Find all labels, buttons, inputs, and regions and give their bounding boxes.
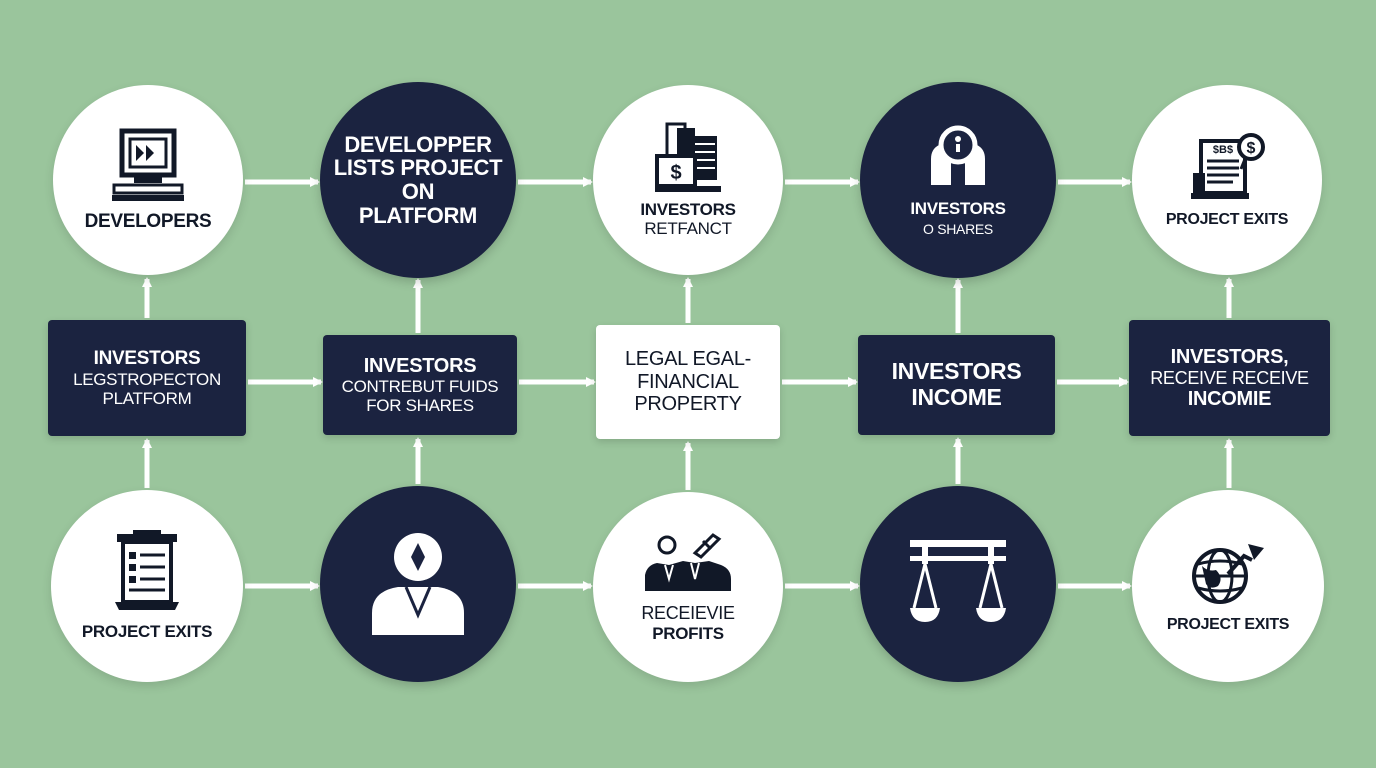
label-line: ON	[401, 179, 435, 204]
label-line: RETFANCT	[644, 219, 732, 238]
label-line: PROJECT EXITS	[1165, 211, 1289, 229]
label-line: FINANCIAL	[637, 370, 739, 393]
svg-text:$: $	[1247, 140, 1256, 157]
node-receive-profits: RECEIEVIE PROFITS	[593, 492, 783, 682]
label-line: LEGSTROPECTON	[73, 369, 221, 389]
label-line: INVESTORS	[93, 348, 201, 370]
investors-income-label: INVESTORS INCOME	[891, 358, 1022, 411]
project-exits-globe-label: PROJECT EXITS	[1166, 616, 1290, 634]
receive-profits-label: RECEIEVIE PROFITS	[641, 603, 735, 643]
label-line: DEVELOPPER	[344, 131, 492, 157]
label-line: INVESTORS	[363, 354, 477, 377]
node-investors-shares: INVESTORS O SHARES	[860, 82, 1056, 278]
label-line: PLATFORM	[102, 388, 192, 408]
node-scales	[860, 486, 1056, 682]
label-line: INCOME	[911, 384, 1002, 410]
label-line: LEGAL EGAL-	[624, 348, 752, 371]
investors-retfanct-label: INVESTORS RETFANCT	[640, 199, 736, 238]
investors-contribute-label: INVESTORS CONTREBUT FUIDS FOR SHARES	[342, 355, 499, 415]
label-line: LISTS PROJECT	[333, 155, 503, 181]
node-project-exits-top: $B$ $ PROJECT EXITS	[1132, 85, 1322, 275]
label-line: RECEIVE RECEIVE	[1150, 367, 1309, 388]
legal-financial-label: LEGAL EGAL- FINANCIAL PROPERTY	[625, 348, 751, 415]
label-line: DEVELOPERS	[84, 211, 212, 233]
node-developers: DEVELOPERS	[53, 85, 243, 275]
label-line: PROPERTY	[634, 393, 742, 416]
label-line: INVESTORS	[910, 198, 1006, 218]
node-legal-financial-property: LEGAL EGAL- FINANCIAL PROPERTY	[596, 325, 780, 439]
label-line: INVESTORS,	[1170, 345, 1289, 368]
investors-platform-label: INVESTORS LEGSTROPECTON PLATFORM	[73, 348, 221, 407]
node-developer-lists-project: DEVELOPPER LISTS PROJECT ON PLATFORM	[320, 82, 516, 278]
person-icon	[372, 533, 464, 635]
label-line: PROFITS	[652, 623, 724, 643]
computer-icon	[112, 128, 184, 202]
node-investors-income: INVESTORS INCOME	[858, 335, 1055, 435]
label-line: PLATFORM	[358, 202, 478, 228]
label-line: RECEIEVIE	[641, 603, 735, 624]
money-stack-icon: $	[655, 122, 721, 192]
node-person	[320, 486, 516, 682]
project-exits-top-label: PROJECT EXITS	[1165, 211, 1289, 229]
label-line: INVESTORS	[640, 199, 736, 219]
globe-arrow-icon	[1192, 544, 1264, 605]
node-project-exits-bottom: PROJECT EXITS	[51, 490, 243, 682]
node-investors-contribute: INVESTORS CONTREBUT FUIDS FOR SHARES	[323, 335, 517, 435]
node-investors-platform: INVESTORS LEGSTROPECTON PLATFORM	[48, 320, 246, 436]
node-investors-receive-income: INVESTORS, RECEIVE RECEIVE INCOMIE	[1129, 320, 1330, 436]
investors-shares-label: INVESTORS O SHARES	[910, 198, 1006, 238]
team-tools-icon	[645, 533, 731, 592]
svg-text:$B$: $B$	[1213, 144, 1233, 156]
document-dollar-icon: $B$ $	[1191, 133, 1265, 200]
investor-lock-icon	[931, 125, 985, 185]
node-investors-retfanct: $ INVESTORS RETFANCT	[593, 85, 783, 275]
label-line: O SHARES	[923, 220, 993, 237]
label-line: INCOMIE	[1187, 388, 1272, 411]
label-line: CONTREBUT FUIDS	[341, 377, 499, 397]
developers-label: DEVELOPERS	[85, 211, 212, 232]
clipboard-list-icon	[115, 530, 179, 611]
label-line: PROJECT EXITS	[1166, 616, 1290, 634]
developer-lists-label: DEVELOPPER LISTS PROJECT ON PLATFORM	[333, 131, 503, 228]
scales-icon	[910, 540, 1006, 622]
project-exits-bottom-label: PROJECT EXITS	[81, 622, 213, 642]
label-line: INVESTORS	[891, 358, 1022, 385]
investors-receive-income-label: INVESTORS, RECEIVE RECEIVE INCOMIE	[1150, 346, 1309, 411]
svg-text:$: $	[670, 162, 681, 184]
node-project-exits-globe: PROJECT EXITS	[1132, 490, 1324, 682]
label-line: PROJECT EXITS	[81, 622, 213, 642]
label-line: FOR SHARES	[366, 396, 474, 416]
